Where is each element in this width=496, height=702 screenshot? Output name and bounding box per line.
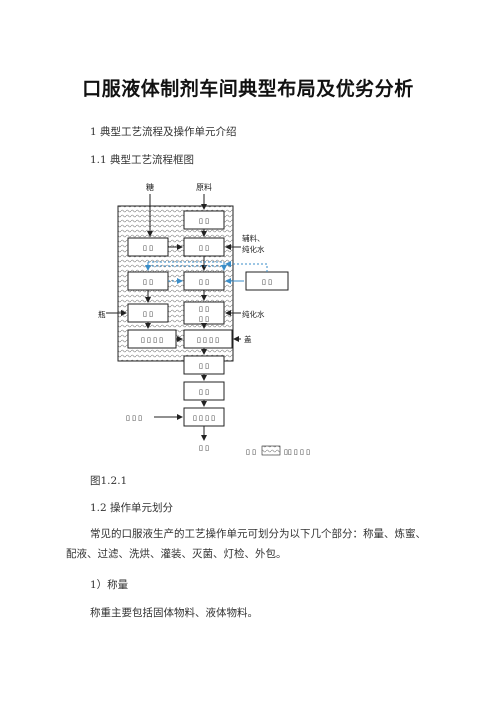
label-raw-material: 原料 [196, 182, 212, 192]
label-purified-water-2: 纯化水 [242, 309, 265, 319]
legend-swatch [261, 445, 281, 456]
svg-text:▯ ▯: ▯ ▯ [199, 315, 209, 323]
svg-text:▯ ▯ ▯ ▯: ▯ ▯ ▯ ▯ [141, 336, 163, 344]
figure-caption: 图1.2.1 [90, 475, 128, 487]
section-heading-1-2: 1.2 操作单元划分 [90, 502, 174, 514]
svg-text:▯ ▯ ▯ ▯: ▯ ▯ ▯ ▯ [197, 336, 219, 344]
section-heading-1-1: 1.1 典型工艺流程框图 [90, 154, 195, 166]
label-purified-water-1: 纯化水 [242, 244, 265, 254]
label-auxiliary: 辅料、 [242, 233, 265, 243]
process-flow-diagram: 糖 原料 ▯ ▯ ▯ ▯ ▯ ▯ ▯ ▯ ▯ ▯ ▯ ▯ ▯ ▯ ▯ ▯ ▯ ▯… [98, 182, 310, 456]
svg-text:▯ ▯: ▯ ▯ [143, 278, 153, 286]
box-filling [183, 329, 233, 349]
svg-text:▯ ▯: ▯ ▯ [143, 244, 153, 252]
label-left-input: ▯ ▯ ▯ [126, 414, 142, 422]
body-paragraph: 常见的口服液生产的工艺操作单元可划分为以下几个部分：称量、炼蜜、配液、过滤、洗烘… [66, 528, 426, 560]
svg-text:▯ ▯: ▯ ▯ [199, 217, 209, 225]
label-cap: 盖 [244, 334, 252, 344]
svg-text:▯ ▯: ▯ ▯ [199, 305, 209, 313]
svg-text:▯ ▯: ▯ ▯ [199, 388, 209, 396]
svg-text:▯ ▯: ▯ ▯ [262, 278, 272, 286]
svg-text:▯ ▯: ▯ ▯ [143, 310, 153, 318]
legend-label-left: ▯ ▯ [246, 448, 256, 456]
label-bottle: 瓶 [98, 309, 106, 319]
list-item-heading: 1）称量 [90, 579, 129, 591]
svg-text:▯ ▯: ▯ ▯ [199, 278, 209, 286]
label-sugar: 糖 [146, 182, 154, 192]
legend-label-right: ▯▯ ▯ ▯ ▯ [284, 448, 310, 456]
list-item-text: 称重主要包括固体物料、液体物料。 [90, 607, 258, 619]
label-output: ▯ ▯ [199, 444, 209, 452]
svg-text:▯ ▯: ▯ ▯ [199, 244, 209, 252]
svg-text:▯ ▯: ▯ ▯ [199, 362, 209, 370]
section-heading-1: 1 典型工艺流程及操作单元介绍 [90, 126, 237, 138]
page-title: 口服液体制剂车间典型布局及优劣分析 [82, 78, 414, 100]
svg-text:▯ ▯ ▯ ▯: ▯ ▯ ▯ ▯ [193, 414, 215, 422]
